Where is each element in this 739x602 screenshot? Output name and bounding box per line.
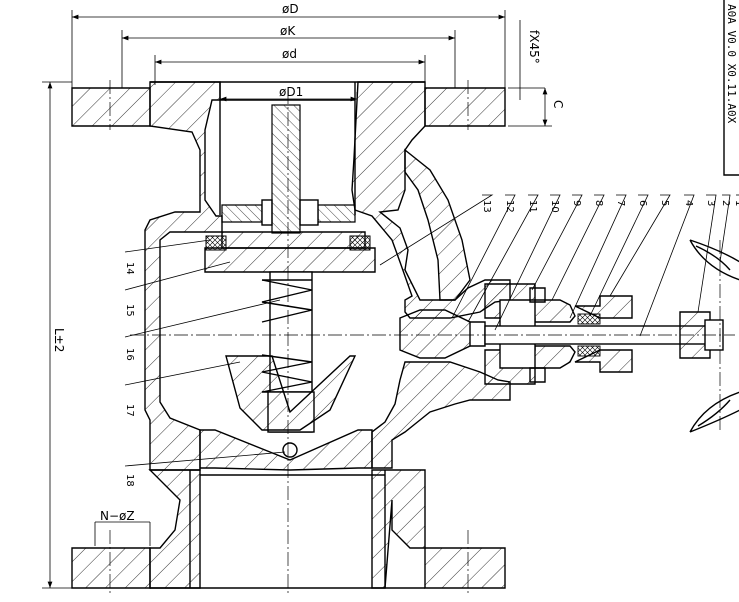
part-3: 3 <box>705 200 716 206</box>
title-block: A0A V0.0 X0.11.A0X <box>723 0 739 176</box>
part-5: 5 <box>659 200 670 206</box>
part-8: 8 <box>593 200 604 206</box>
part-6: 6 <box>637 200 648 206</box>
part-11: 11 <box>527 200 538 213</box>
dim-bore: øD1 <box>279 85 303 99</box>
part-18: 18 <box>124 474 135 487</box>
part-4: 4 <box>683 200 694 206</box>
valve-body <box>71 81 511 589</box>
part-14: 14 <box>124 262 135 275</box>
part-7: 7 <box>615 200 626 206</box>
dim-raised-face: ød <box>282 47 297 61</box>
dim-holes: N−øZ <box>100 509 135 523</box>
dim-chamfer: fX45° <box>527 30 541 64</box>
part-17: 17 <box>124 404 135 417</box>
title-block-text: A0A V0.0 X0.11.A0X <box>725 4 738 124</box>
dimension-lines <box>42 10 552 589</box>
seat-assembly <box>204 199 376 273</box>
top-leaders <box>379 194 739 337</box>
part-13: 13 <box>481 200 492 213</box>
dim-flange-thickness: C <box>551 100 565 108</box>
part-16: 16 <box>124 348 135 361</box>
part-12: 12 <box>504 200 515 213</box>
dim-bolt-circle: øK <box>280 24 296 38</box>
dim-outer-diameter: øD <box>282 2 299 16</box>
part-9: 9 <box>571 200 582 206</box>
centre-lines <box>109 80 735 595</box>
dim-length: L±2 <box>52 328 66 352</box>
part-2: 2 <box>720 200 731 206</box>
part-15: 15 <box>124 304 135 317</box>
side-bonnet <box>399 239 739 433</box>
part-1: 1 <box>733 200 739 206</box>
left-leaders <box>124 239 286 467</box>
guide-stem <box>199 104 373 471</box>
part-10: 10 <box>549 200 560 213</box>
